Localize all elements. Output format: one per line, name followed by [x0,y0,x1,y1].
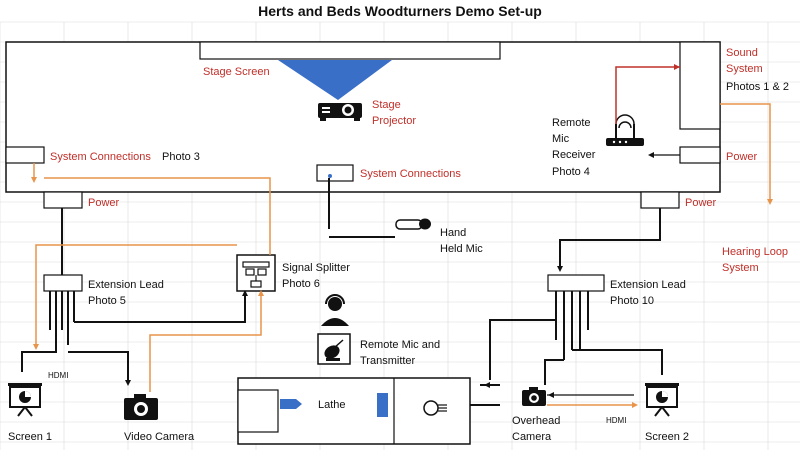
screen2-label: Screen 2 [645,431,689,443]
hand-mic-label-2: Held Mic [440,243,483,255]
lathe-label: Lathe [318,399,346,411]
screen-icon [8,383,42,417]
camera-icon [124,394,158,420]
remote-transmitter-label-2: Transmitter [360,355,416,367]
projection-beam [278,60,392,100]
extension-lead-right-label-2: Photo 10 [610,295,654,307]
chuck-icon [423,400,447,416]
screen1-label: Screen 1 [8,431,52,443]
video-cable-camera [149,295,262,392]
signal-splitter-label-1: Signal Splitter [282,262,350,274]
overhead-camera-label-1: Overhead [512,415,560,427]
extension-lead-left [43,274,83,292]
hearing-loop-cable [720,103,771,200]
power-cable-right [559,208,661,268]
sound-system-box [679,41,721,130]
video-cable-to-screen1 [35,244,237,345]
video-arrowhead-screen1 [33,344,39,350]
power-cables-left-fan [21,291,246,380]
transmitter-icon [317,333,351,365]
stage-screen [199,41,501,60]
hdmi-left-label: HDMI [48,371,68,380]
power-left-label: Power [88,197,120,209]
video-arrowhead-syscon [31,177,37,183]
lathe-headstock [237,389,279,433]
hand-mic-label-1: Hand [440,227,466,239]
diagram-title: Herts and Beds Woodturners Demo Set-up [258,3,542,19]
video-arrowhead-camera [258,290,264,296]
overhead-camera-label-2: Camera [512,431,552,443]
audio-arrowhead [674,64,680,70]
connection-socket [328,174,332,178]
hearing-loop-label-2: System [722,262,759,274]
system-connections-left-label: System Connections [50,151,151,163]
lathe-workpiece [377,393,388,417]
microphone-icon [395,218,431,230]
system-connections-center-box [316,164,354,182]
extension-lead-left-label-2: Photo 5 [88,295,126,307]
power-arrowhead-camera [125,380,131,386]
power-right-arrowhead [557,266,563,272]
system-connections-left-box [5,146,45,164]
hdmi-right-label: HDMI [606,416,626,425]
signal-splitter-label-2: Photo 6 [282,278,320,290]
power-upper-right-label: Power [726,151,758,163]
power-arrowhead-lathe [484,382,490,388]
extension-lead-left-label-1: Extension Lead [88,279,164,291]
extension-lead-right [547,274,605,292]
audio-cable-receiver [615,66,680,124]
remote-mic-label-4: Photo 4 [552,166,590,178]
stage-projector-label-1: Stage [372,99,401,111]
system-connections-left-photo: Photo 3 [162,151,200,163]
power-cables-right-fan [480,291,663,386]
video-camera-label: Video Camera [124,431,195,443]
remote-transmitter-label-1: Remote Mic and [360,339,440,351]
projector-icon [318,103,362,121]
stage-screen-label: Stage Screen [203,66,270,78]
power-arrowhead [648,152,654,158]
remote-mic-label-2: Mic [552,133,570,145]
screen-icon [645,383,679,417]
remote-mic-label-3: Receiver [552,149,596,161]
system-connections-center-label: System Connections [360,168,461,180]
lathe-spur-drive [280,399,302,409]
camera-icon [522,387,546,406]
remote-mic-label-1: Remote [552,117,591,129]
power-right-label: Power [685,197,717,209]
power-arrowhead-splitter [242,290,248,296]
hearing-loop-arrowhead [767,199,773,205]
stage-projector-label-2: Projector [372,115,416,127]
extension-lead-right-label-1: Extension Lead [610,279,686,291]
hearing-loop-label-1: Hearing Loop [722,246,788,258]
sound-system-label-1: Sound [726,47,758,59]
power-box-upper-right [679,146,721,164]
sound-system-photos: Photos 1 & 2 [726,81,789,93]
splitter-icon [236,254,276,292]
hdmi-arrowhead-screen2 [632,402,638,408]
overhead-arrowhead [548,392,554,398]
sound-system-label-2: System [726,63,763,75]
power-box-right [640,191,680,209]
video-cable-to-splitter [44,177,271,255]
person-headset-icon [321,294,349,326]
power-box-left [43,191,83,209]
